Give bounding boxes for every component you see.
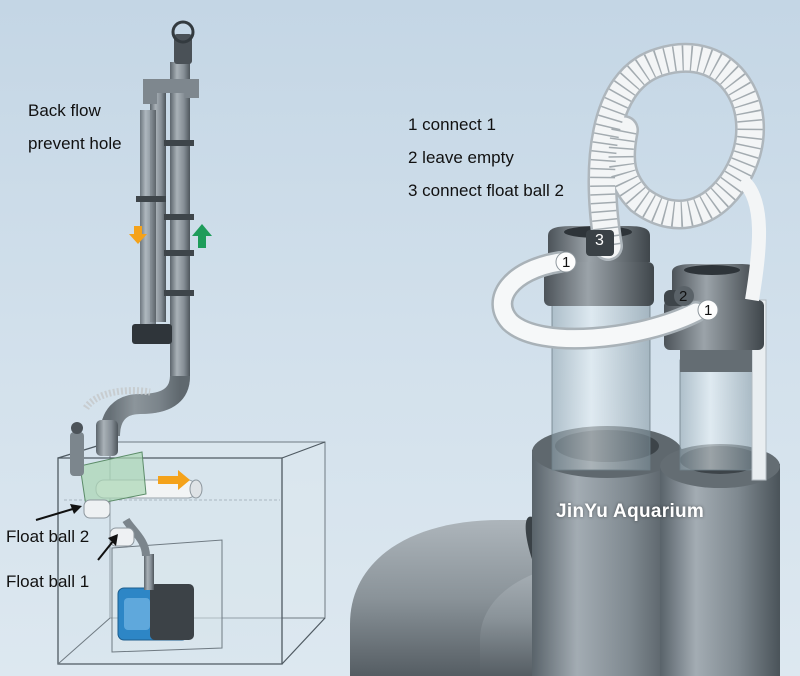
float-ball-2-label: Float ball 2: [6, 527, 90, 546]
port-2-callout: 2: [679, 288, 688, 305]
port-1-right-callout: 1: [704, 302, 713, 319]
sump-tank: [57, 441, 326, 665]
port-3-callout: 3: [595, 232, 604, 249]
float-ball-1-label: Float ball 1: [6, 572, 90, 591]
instruction-3: 3 connect float ball 2: [408, 181, 564, 200]
flow-arrows: [129, 224, 212, 490]
back-flow-label-line1: Back flow: [28, 101, 101, 120]
closeup-scene: [350, 42, 780, 676]
port-1-left-callout: 1: [562, 254, 571, 271]
back-flow-label-line2: prevent hole: [28, 134, 122, 153]
return-pump: [117, 517, 194, 641]
instruction-1: 1 connect 1: [408, 115, 496, 134]
return-pipe-tower: [83, 20, 199, 456]
float-ball-pointers: [35, 504, 118, 561]
float-ball-assembly: [70, 422, 203, 547]
watermark: JinYu Aquarium: [556, 501, 705, 522]
instruction-2: 2 leave empty: [408, 148, 514, 167]
